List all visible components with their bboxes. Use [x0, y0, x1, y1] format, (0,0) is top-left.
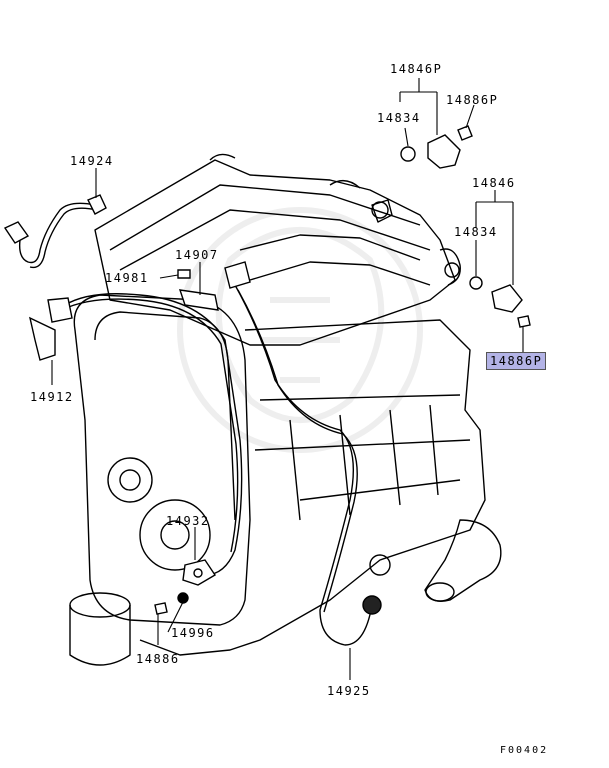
part-label-14981: 14981 [105, 271, 149, 285]
part-label-14886p-highlighted[interactable]: 14886P [486, 352, 547, 370]
part-label-14996: 14996 [171, 626, 215, 640]
figure-reference: F00402 [500, 745, 549, 756]
part-label-14925: 14925 [327, 684, 371, 698]
part-label-14907: 14907 [175, 248, 219, 262]
engine-block [69, 153, 502, 666]
wiring-harness [18, 202, 373, 646]
part-label-14834-top: 14834 [377, 111, 421, 125]
part-label-14834-right: 14834 [454, 225, 498, 239]
part-label-14924: 14924 [70, 154, 114, 168]
part-label-14886p-top: 14886P [446, 93, 499, 107]
part-label-14846: 14846 [472, 176, 516, 190]
part-label-14912: 14912 [30, 390, 74, 404]
part-label-14886: 14886 [136, 652, 180, 666]
part-label-14846p: 14846P [390, 62, 443, 76]
leader-lines [51, 78, 524, 680]
watermark-emblem [177, 207, 423, 453]
part-label-14932: 14932 [166, 514, 210, 528]
sensor-parts [3, 125, 531, 615]
